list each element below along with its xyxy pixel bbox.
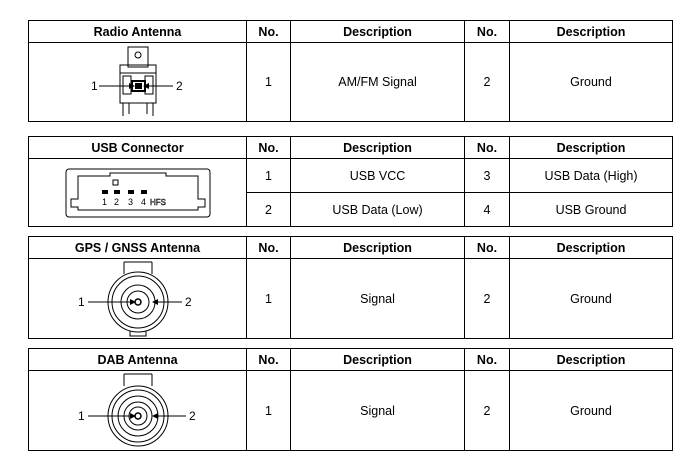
pin-3-label: 3 [128, 197, 133, 207]
pin-description: USB Data (High) [509, 158, 673, 193]
dab-antenna-table: DAB Antenna No. Description No. Descript… [28, 348, 673, 451]
pin-description: Ground [509, 42, 673, 122]
col-description-header: Description [290, 136, 465, 159]
usb-connector-diagram: 1 2 3 4 HFS [28, 158, 247, 227]
col-description-header: Description [290, 20, 465, 43]
connector-title: GPS / GNSS Antenna [28, 236, 247, 259]
connector-title: USB Connector [28, 136, 247, 159]
callout-1-label: 1 [78, 295, 85, 309]
col-description-header: Description [509, 136, 673, 159]
pin-number: 2 [464, 42, 510, 122]
col-description-header: Description [509, 236, 673, 259]
pin-description: Ground [509, 258, 673, 339]
pin-number: 1 [246, 158, 291, 193]
usb-connector-drawing: 1 2 3 4 HFS [65, 168, 210, 217]
pin-description: Ground [509, 370, 673, 451]
pin-number: 1 [246, 258, 291, 339]
gps-antenna-connector-drawing: 1 2 [78, 261, 192, 336]
pin-number: 2 [246, 192, 291, 227]
connector-title: Radio Antenna [28, 20, 247, 43]
col-no-header: No. [464, 136, 510, 159]
col-no-header: No. [246, 236, 291, 259]
col-no-header: No. [464, 348, 510, 371]
pin-number: 2 [464, 258, 510, 339]
pin-description: USB Ground [509, 192, 673, 227]
radio-antenna-table: Radio Antenna No. Description No. Descri… [28, 20, 673, 122]
dab-antenna-connector-diagram: 1 2 [28, 370, 247, 451]
col-no-header: No. [464, 20, 510, 43]
pin-description: AM/FM Signal [290, 42, 465, 122]
col-description-header: Description [290, 348, 465, 371]
col-no-header: No. [246, 136, 291, 159]
callout-2-label: 2 [189, 409, 196, 423]
pin-description: Signal [290, 370, 465, 451]
callout-1-label: 1 [78, 409, 85, 423]
pin-description: Signal [290, 258, 465, 339]
pin-2-label: 2 [114, 197, 119, 207]
col-no-header: No. [464, 236, 510, 259]
radio-antenna-connector-diagram: 1 2 [28, 42, 247, 122]
gps-antenna-connector-diagram: 1 2 [28, 258, 247, 339]
pin-description: USB Data (Low) [290, 192, 465, 227]
pin-number: 1 [246, 370, 291, 451]
pin-number: 3 [464, 158, 510, 193]
col-no-header: No. [246, 20, 291, 43]
callout-2-label: 2 [185, 295, 192, 309]
usb-connector-table: USB Connector No. Description No. Descri… [28, 136, 673, 227]
pin-description: USB VCC [290, 158, 465, 193]
hfs-marking: HFS [150, 198, 166, 207]
col-no-header: No. [246, 348, 291, 371]
callout-1-label: 1 [91, 79, 98, 93]
callout-2-label: 2 [176, 79, 183, 93]
col-description-header: Description [290, 236, 465, 259]
pin-1-label: 1 [102, 197, 107, 207]
pin-number: 4 [464, 192, 510, 227]
radio-antenna-connector-drawing: 1 2 [91, 46, 183, 116]
pin-number: 1 [246, 42, 291, 122]
pin-4-label: 4 [141, 197, 146, 207]
pin-number: 2 [464, 370, 510, 451]
col-description-header: Description [509, 20, 673, 43]
col-description-header: Description [509, 348, 673, 371]
dab-antenna-connector-drawing: 1 2 [78, 373, 196, 446]
connector-title: DAB Antenna [28, 348, 247, 371]
gps-gnss-antenna-table: GPS / GNSS Antenna No. Description No. D… [28, 236, 673, 339]
